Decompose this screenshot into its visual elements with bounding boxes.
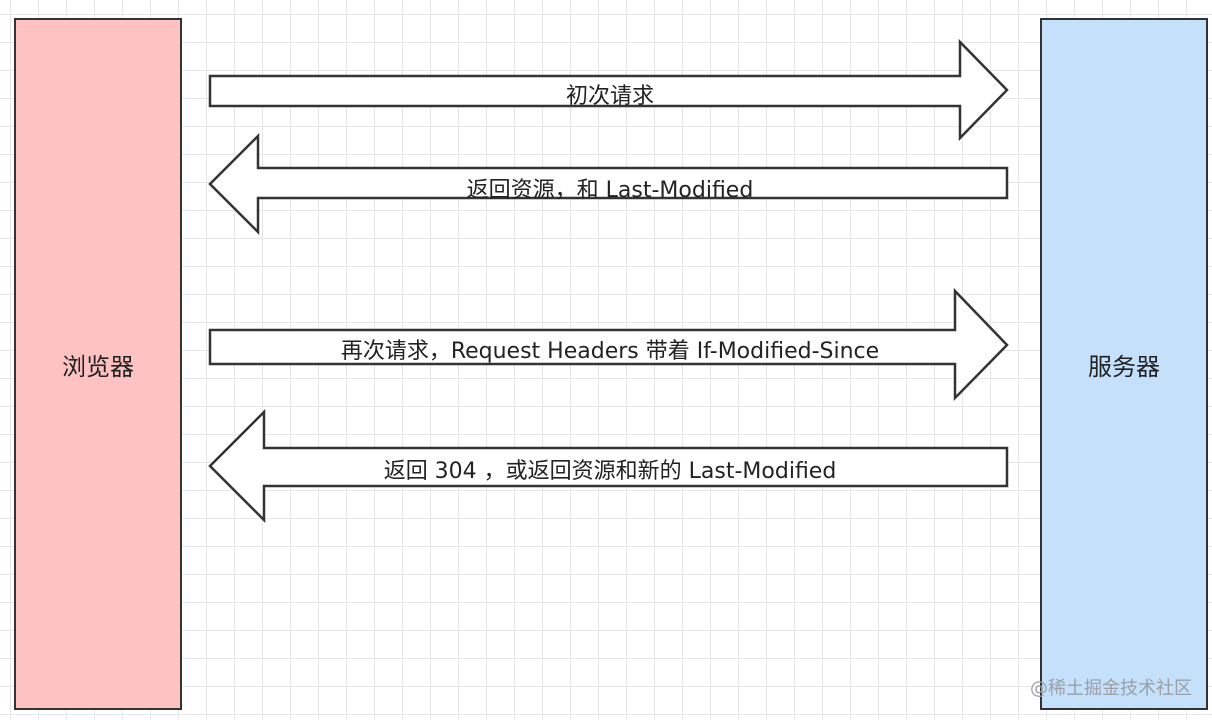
message-arrow-3: 再次请求，Request Headers 带着 If-Modified-Sinc… [0,287,1212,408]
browser-actor-box: 浏览器 [14,18,182,710]
message-arrow-4: 返回 304 ，或返回资源和新的 Last-Modified [0,408,1212,530]
message-label-1: 初次请求 [565,84,654,109]
message-label-4: 返回 304 ，或返回资源和新的 Last-Modified [383,459,837,484]
message-arrow-1: 初次请求 [0,32,1212,152]
server-actor-box: 服务器 [1040,18,1208,710]
left-arrow-icon [208,408,1009,524]
right-arrow-icon [208,38,1009,142]
right-arrow-icon [208,287,1009,402]
message-label-2: 返回资源，和 Last-Modified [466,178,754,203]
left-arrow-icon [208,132,1009,236]
watermark-text: @稀土掘金技术社区 [1030,678,1192,699]
message-label-3: 再次请求，Request Headers 带着 If-Modified-Sinc… [340,339,880,364]
message-arrow-2: 返回资源，和 Last-Modified [0,126,1212,246]
server-actor-label: 服务器 [1088,352,1160,381]
browser-actor-label: 浏览器 [62,352,134,381]
